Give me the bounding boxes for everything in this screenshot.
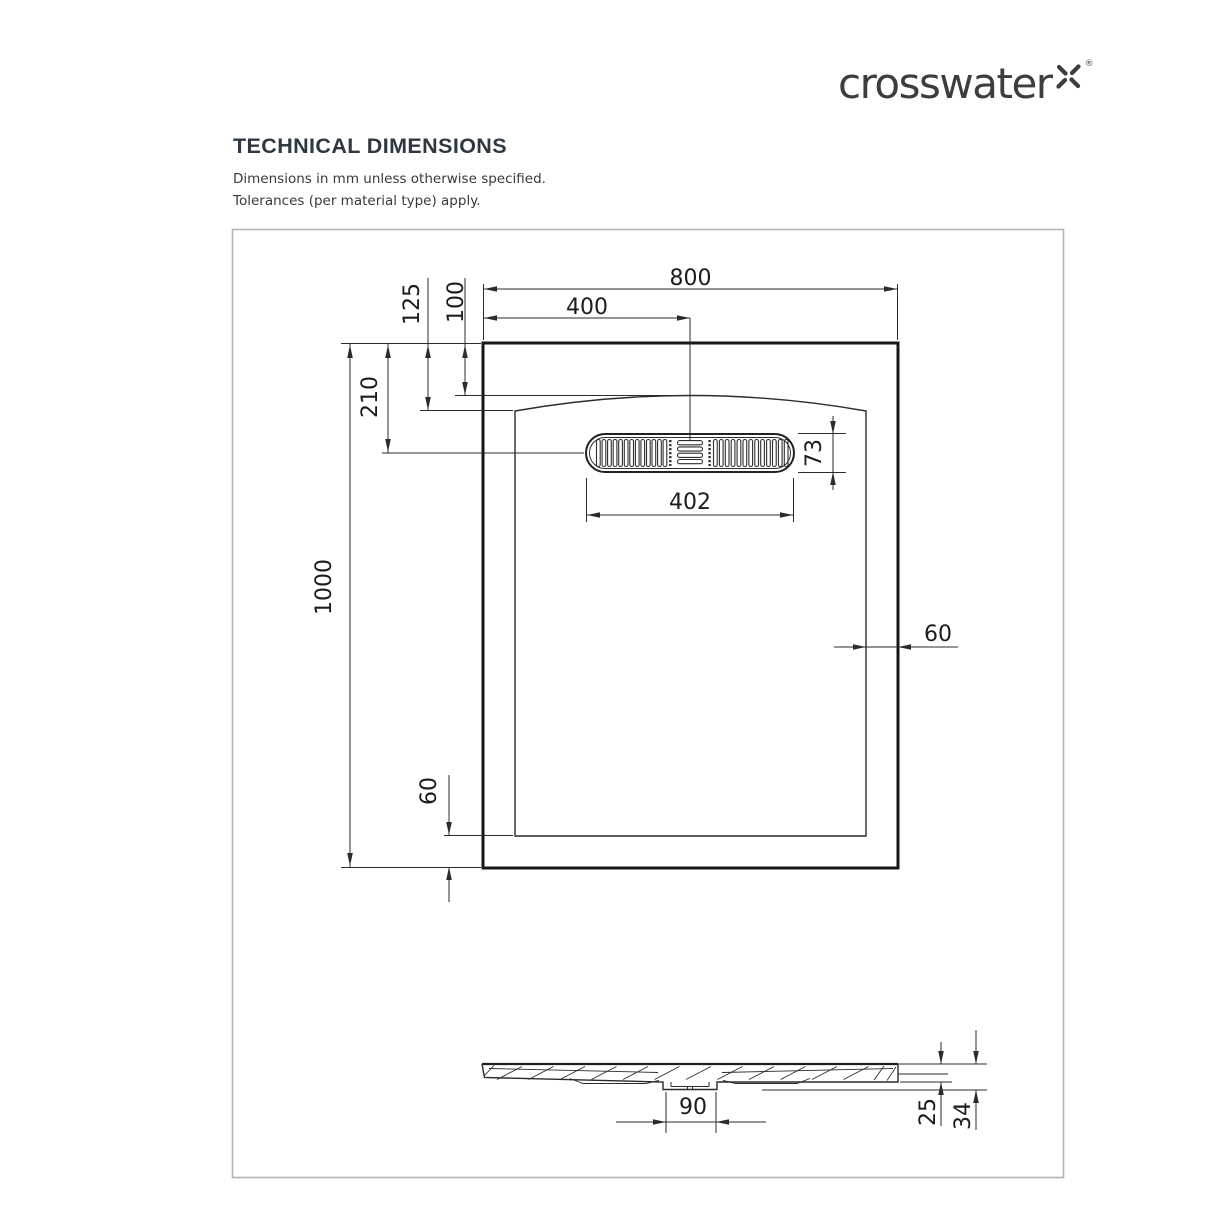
section-underside-outline [481,1063,899,1091]
side-section-view: 90 25 34 [481,1030,987,1133]
dim-overall-height: 34 [951,1030,979,1130]
brand-x-icon [1054,57,1084,93]
dim-label-73: 73 [802,439,827,467]
section-inner-lines [488,1068,894,1084]
grille-slots-left [595,438,668,468]
section-hatching [483,1065,897,1081]
dim-label-60-bottom: 60 [417,777,442,805]
title-block: TECHNICAL DIMENSIONS Dimensions in mm un… [233,134,546,212]
dim-lip-to-floor-peak: 100 [444,278,469,395]
waste-sump-detail [670,1082,710,1090]
dim-right-border: 60 [834,622,958,650]
dim-label-210: 210 [358,376,383,418]
dim-label-125: 125 [400,283,425,325]
note-line-2: Tolerances (per material type) apply. [233,192,481,209]
dim-waste-cover-height: 73 [802,416,836,490]
registered-trademark: ® [1084,59,1094,69]
page-title: TECHNICAL DIMENSIONS [233,134,507,158]
dim-label-400: 400 [566,295,608,320]
brand-logo: crosswater ® [838,59,1094,108]
dim-lip-to-floor-edge: 125 [400,278,431,410]
brand-wordmark: crosswater [838,59,1053,108]
grille-slots-right [712,438,789,468]
dim-label-90: 90 [679,1095,707,1120]
dim-label-800: 800 [670,266,712,291]
plan-extension-lines [341,284,898,868]
dim-label-402: 402 [669,490,711,515]
dim-label-34: 34 [951,1102,976,1130]
dim-drain-centre-y: 210 [358,344,391,453]
plan-view: 800 400 125 100 [312,266,958,902]
drawing-notes: Dimensions in mm unless otherwise specif… [233,169,546,212]
waste-cover-grille [585,433,795,473]
dim-bottom-border: 60 [417,775,452,902]
sheet-border [231,228,1065,1179]
dim-waste-outlet-width: 90 [616,1095,766,1125]
dim-edge-height: 25 [916,1042,944,1126]
dim-drain-centre-x: 400 [484,295,690,321]
dim-label-1000: 1000 [312,559,337,615]
section-extension-lines [665,1063,987,1133]
dim-overall-length: 1000 [312,344,353,867]
dim-overall-width: 800 [484,266,897,292]
dim-label-100: 100 [444,281,469,323]
note-line-1: Dimensions in mm unless otherwise specif… [233,171,546,187]
dim-label-60-right: 60 [924,622,952,647]
tray-floor-outline [514,394,867,837]
dim-label-25: 25 [916,1098,941,1126]
dim-waste-cover-width: 402 [587,490,793,518]
